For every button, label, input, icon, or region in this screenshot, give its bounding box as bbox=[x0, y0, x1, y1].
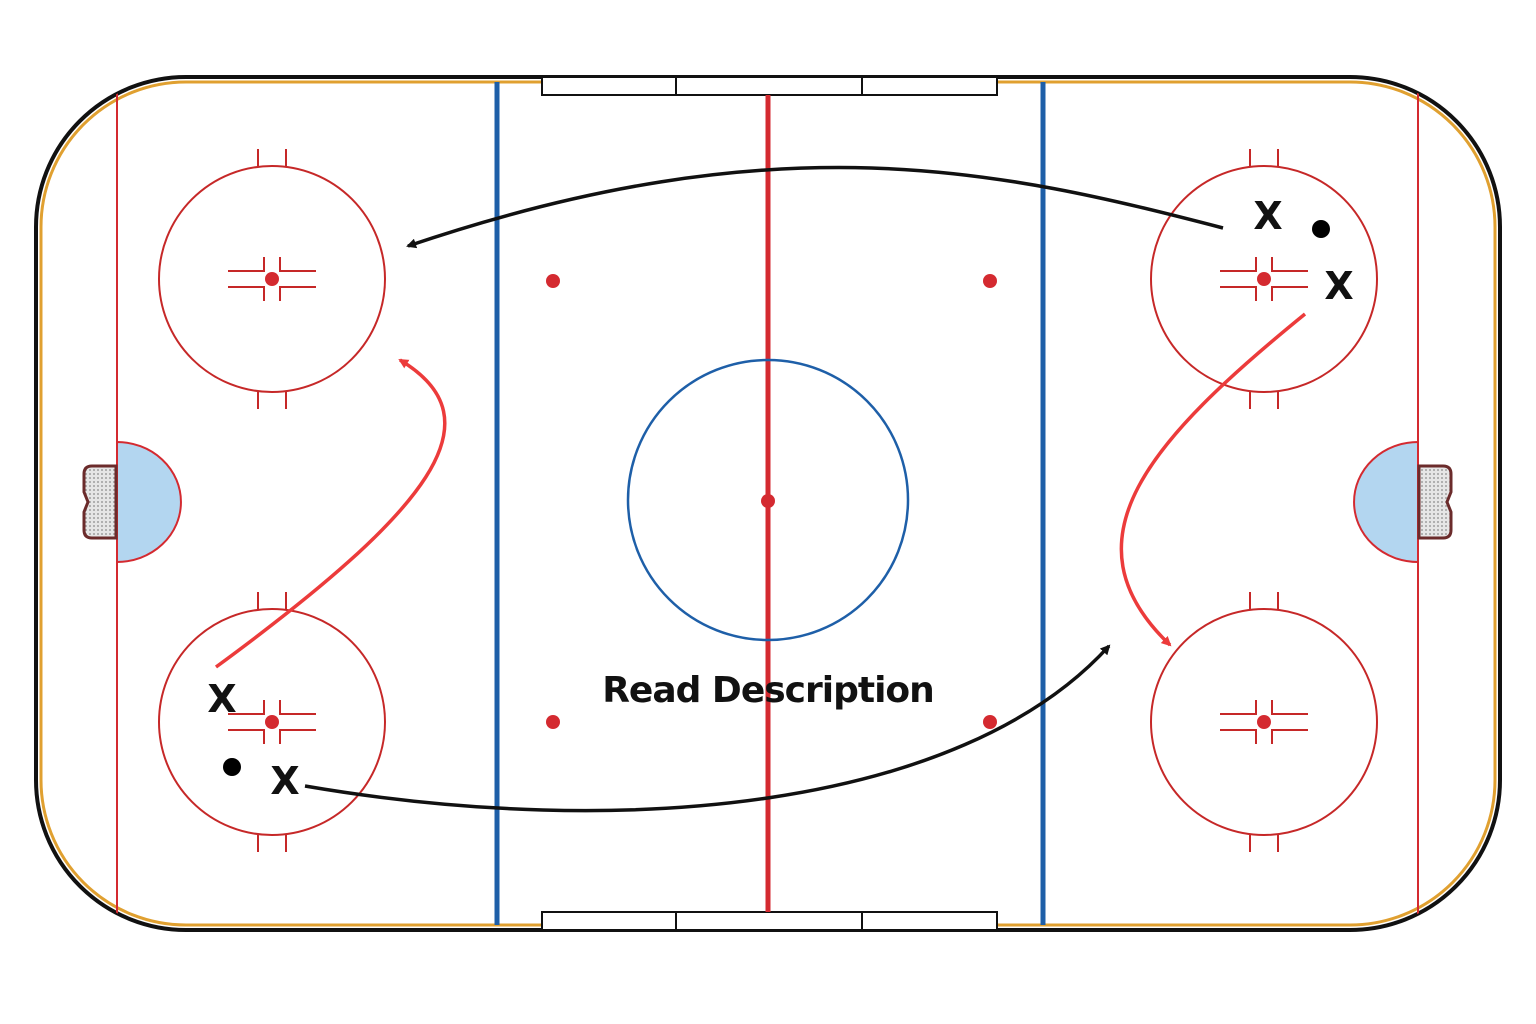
faceoff-l-marking bbox=[1220, 286, 1257, 301]
skate-arrow-left bbox=[214, 358, 447, 669]
faceoff-l-marking bbox=[279, 257, 316, 272]
faceoff-circle bbox=[1150, 165, 1378, 393]
faceoff-l-marking bbox=[1271, 700, 1308, 715]
goal-net-icon bbox=[82, 464, 118, 540]
faceoff-dot bbox=[1257, 715, 1271, 729]
center-faceoff-dot bbox=[761, 494, 775, 508]
player-x-icon: X bbox=[1253, 194, 1282, 238]
players-benches bbox=[541, 75, 998, 96]
faceoff-dot bbox=[265, 715, 279, 729]
neutral-zone-dot bbox=[546, 715, 560, 729]
player-x-icon: X bbox=[207, 677, 236, 721]
faceoff-l-marking bbox=[1271, 286, 1308, 301]
faceoff-dot bbox=[1257, 272, 1271, 286]
puck-icon bbox=[1312, 220, 1330, 238]
goal-crease-right bbox=[1353, 440, 1419, 564]
faceoff-l-marking bbox=[1271, 257, 1308, 272]
end-zone-faceoff-circles bbox=[158, 149, 1378, 852]
neutral-zone-dot bbox=[983, 715, 997, 729]
goal-crease-left bbox=[116, 440, 182, 564]
faceoff-l-marking bbox=[279, 700, 316, 715]
faceoff-l-marking bbox=[1271, 729, 1308, 744]
faceoff-l-marking bbox=[228, 729, 265, 744]
faceoff-l-marking bbox=[228, 257, 265, 272]
faceoff-l-marking bbox=[1220, 700, 1257, 715]
faceoff-l-marking bbox=[1220, 729, 1257, 744]
faceoff-dot bbox=[265, 272, 279, 286]
pass-arrow-top bbox=[406, 165, 1224, 249]
skate-arrow-right bbox=[1119, 312, 1307, 647]
player-x-icon: X bbox=[270, 759, 299, 803]
penalty-boxes bbox=[541, 911, 998, 932]
faceoff-circle bbox=[1150, 608, 1378, 836]
neutral-zone-dot bbox=[983, 274, 997, 288]
faceoff-l-marking bbox=[228, 286, 265, 301]
faceoff-l-marking bbox=[228, 700, 265, 715]
goal-net-icon bbox=[1417, 464, 1453, 540]
pass-arrow-bottom bbox=[304, 644, 1111, 813]
faceoff-circle bbox=[158, 165, 386, 393]
neutral-zone-dot bbox=[546, 274, 560, 288]
diagram-caption: Read Description bbox=[602, 670, 934, 711]
player-x-icon: X bbox=[1324, 264, 1353, 308]
faceoff-circle bbox=[158, 608, 386, 836]
center-faceoff-circle bbox=[626, 358, 910, 642]
faceoff-l-marking bbox=[1220, 257, 1257, 272]
puck-icon bbox=[223, 758, 241, 776]
faceoff-l-marking bbox=[279, 729, 316, 744]
faceoff-l-marking bbox=[279, 286, 316, 301]
